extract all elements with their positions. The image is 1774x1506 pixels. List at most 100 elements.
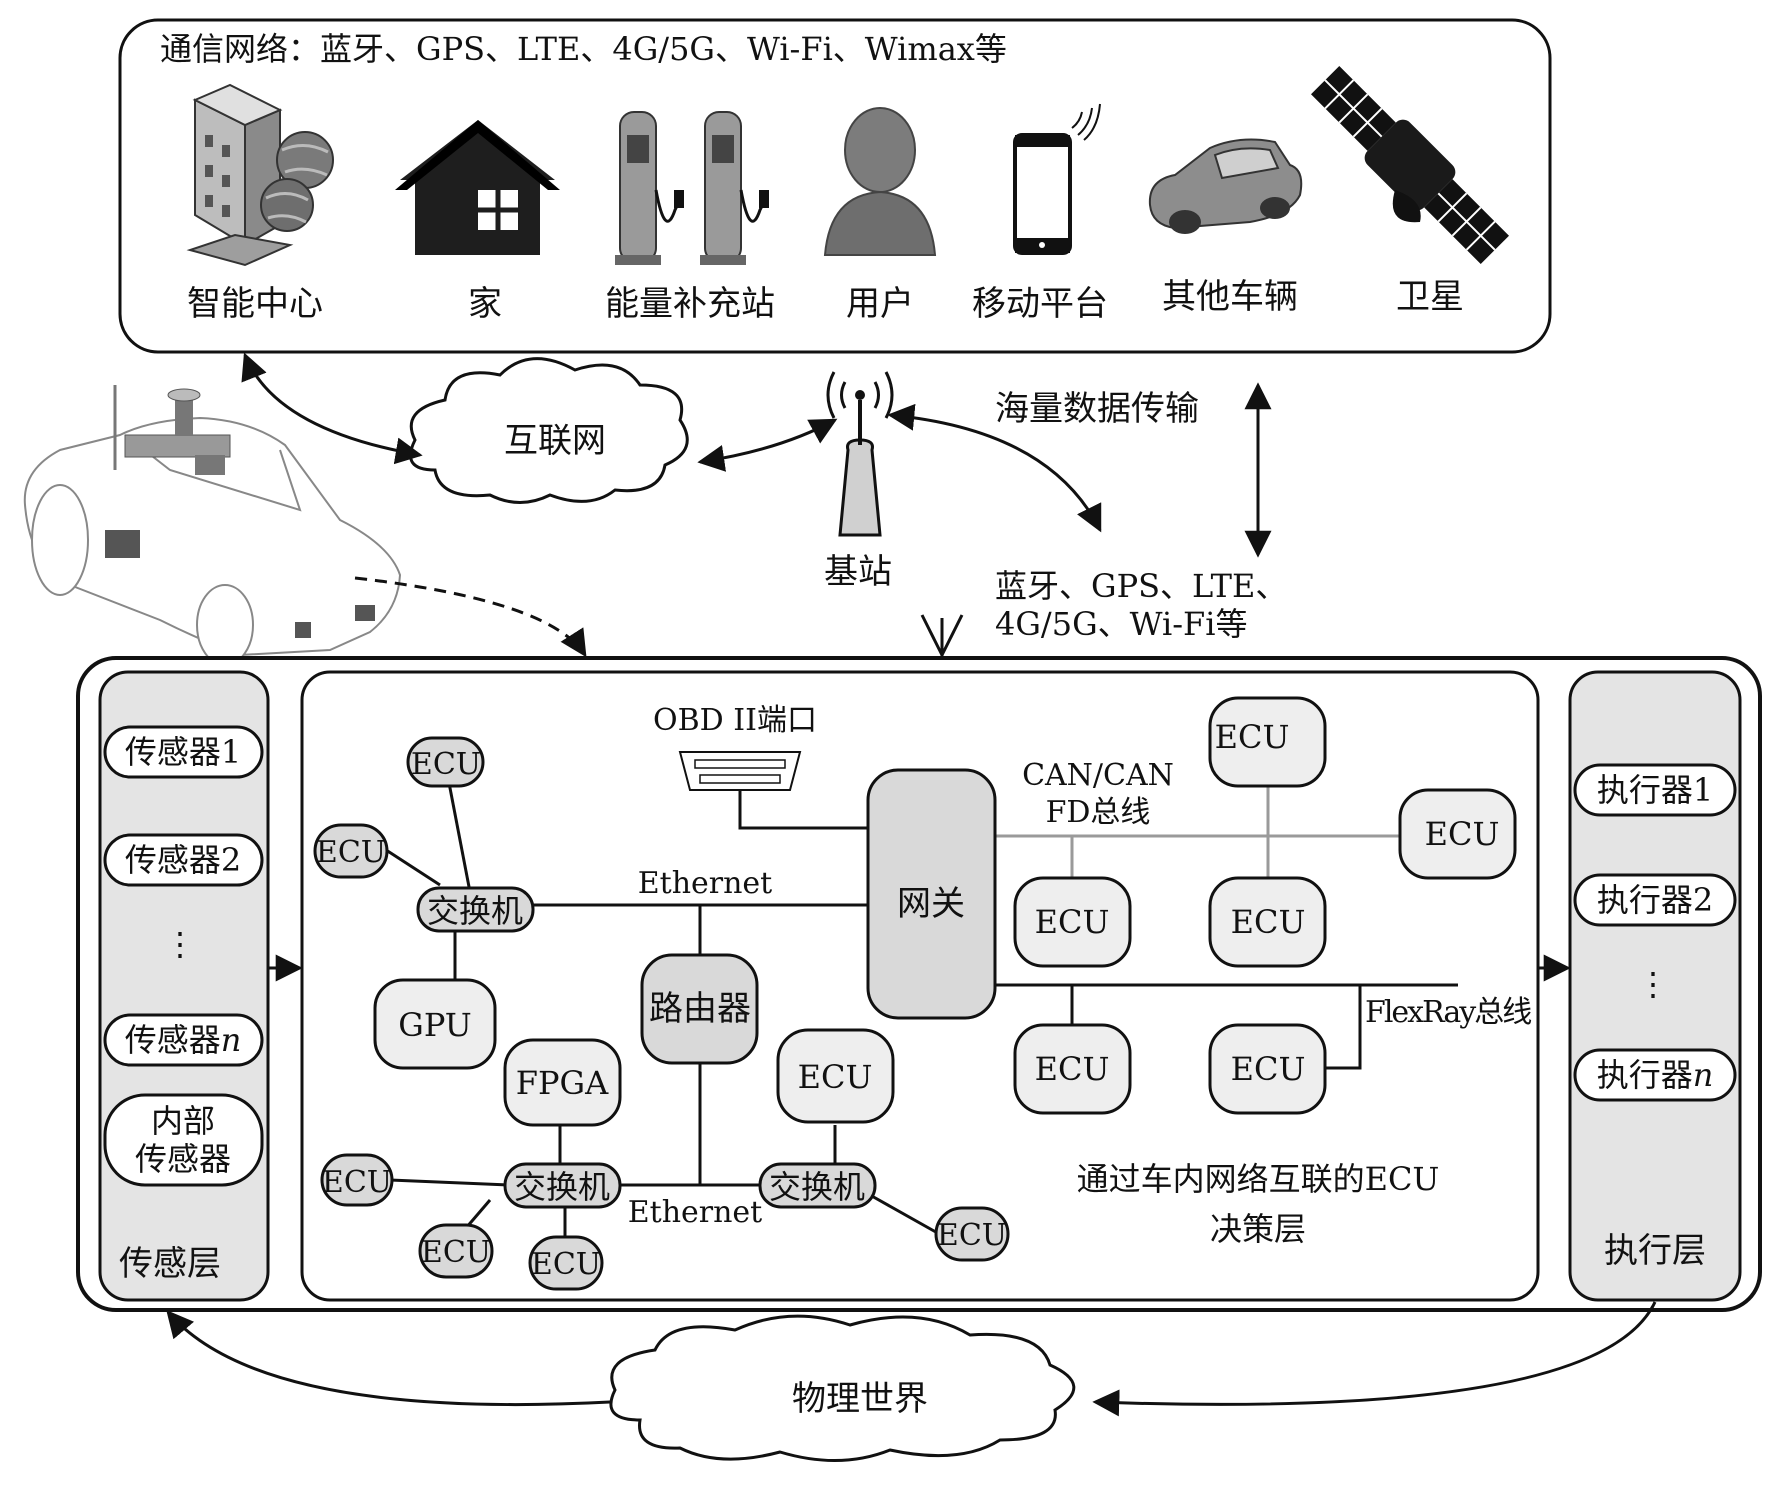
sensor-label: 传感器2: [125, 841, 241, 879]
internal-sensor-line1: 内部: [151, 1102, 215, 1140]
gpu-box: [373, 978, 497, 1070]
ecu-label: ECU: [798, 1058, 873, 1096]
ecu-box: [1013, 876, 1132, 968]
ethernet-label-top: Ethernet: [638, 866, 773, 901]
execution-layer-panel: [1568, 670, 1742, 1302]
ecu-box: [1398, 788, 1517, 880]
can-bus-label-line1: CAN/CAN: [1022, 758, 1174, 793]
top-item-label: 智能中心: [187, 284, 323, 324]
can-bus-label-line2: FD总线: [1046, 795, 1151, 830]
flexray-bus: [995, 983, 1458, 1070]
router-label: 路由器: [649, 989, 751, 1029]
sensing-layer-title: 传感层: [119, 1244, 221, 1284]
ecu-label: ECU: [1231, 903, 1306, 941]
mass-data-label: 海量数据传输: [995, 389, 1199, 429]
ecu-box: [313, 823, 389, 879]
ecu-box: [1013, 1023, 1132, 1115]
wireless-label-line2: 4G/5G、Wi-Fi等: [995, 605, 1247, 643]
sensor-pill: [103, 1013, 264, 1067]
ecu-box: [776, 1028, 895, 1124]
ecu-box: [406, 736, 485, 788]
execution-to-world-arrow: [1092, 1301, 1657, 1417]
actuator-ellipsis: ⋮: [1637, 965, 1669, 1003]
flexray-label: FlexRay总线: [1365, 995, 1531, 1030]
top-panel: [118, 18, 1552, 354]
actuator-pill: [1573, 763, 1737, 817]
ecu-label: ECU: [1035, 1050, 1110, 1088]
wireless-label-line1: 蓝牙、GPS、LTE、: [995, 567, 1287, 605]
fpga-label: FPGA: [516, 1064, 609, 1102]
internet-label: 互联网: [504, 421, 606, 461]
ecu-label: ECU: [937, 1218, 1007, 1253]
physical-world-cloud: [609, 1314, 1076, 1463]
base-station-icon: [826, 371, 894, 537]
obd-label: OBD II端口: [653, 703, 817, 738]
ecu-label: ECU: [531, 1247, 601, 1282]
ecu-label: ECU: [1215, 718, 1290, 756]
internal-sensor-pill: [103, 1093, 264, 1187]
ecu-box: [1208, 1023, 1327, 1115]
top-item-label: 卫星: [1396, 277, 1464, 317]
base-station-label: 基站: [824, 552, 892, 592]
actuator-label: 执行器1: [1597, 771, 1713, 809]
ecu-label: ECU: [316, 835, 386, 870]
ecu-label: ECU: [322, 1165, 392, 1200]
obd-port-icon: [678, 751, 802, 791]
decision-caption-line2: 决策层: [1210, 1210, 1306, 1248]
switch-box: [503, 1162, 622, 1209]
top-item-label: 用户: [846, 284, 914, 324]
top-item-label: 家: [468, 284, 502, 324]
ethernet-label-bottom: Ethernet: [628, 1195, 763, 1230]
car-to-system-arrow: [354, 576, 587, 658]
ecu-box: [1208, 696, 1327, 788]
autonomous-car-icon: [23, 385, 402, 666]
physical-world-label: 物理世界: [792, 1379, 928, 1419]
car-icon: [1148, 138, 1303, 234]
ecu-box: [1208, 876, 1327, 968]
switch-box: [416, 886, 535, 933]
switch-label: 交换机: [514, 1168, 610, 1206]
charging-station-icon: [615, 111, 769, 265]
comm-network-label: 通信网络：蓝牙、GPS、LTE、4G/5G、Wi-Fi、Wimax等: [160, 30, 1007, 68]
execution-layer-title: 执行层: [1604, 1231, 1706, 1271]
top-internet-arrow: [241, 352, 423, 465]
router-box: [640, 953, 759, 1065]
can-bus: [995, 785, 1400, 878]
ecu-box: [320, 1153, 394, 1207]
ecu-box: [528, 1235, 604, 1291]
ecu-label: ECU: [1231, 1050, 1306, 1088]
switch-label: 交换机: [427, 892, 523, 930]
house-icon: [395, 120, 560, 255]
gateway-box: [866, 768, 997, 1020]
ecu-label: ECU: [411, 747, 481, 782]
sensor-pill: [103, 833, 264, 887]
ecu-label: ECU: [421, 1235, 491, 1270]
actuator-pill: [1573, 1048, 1737, 1102]
top-item-label: 能量补充站: [605, 284, 775, 324]
ecu-label: ECU: [1035, 903, 1110, 941]
top-item-label: 其他车辆: [1162, 277, 1298, 317]
actuator-pill: [1573, 873, 1737, 927]
internal-sensor-line2: 传感器: [135, 1140, 231, 1178]
building-icon: [186, 83, 334, 267]
world-to-sensing-arrow: [166, 1309, 611, 1407]
fpga-box: [503, 1038, 622, 1127]
internet-cloud: [409, 357, 689, 504]
smartphone-icon: [1013, 103, 1101, 255]
switch-box: [758, 1162, 877, 1209]
gpu-label: GPU: [398, 1006, 472, 1044]
sensor-n-label: 传感器n: [125, 1021, 242, 1059]
top-item-label: 移动平台: [972, 284, 1108, 324]
user-icon: [823, 107, 937, 256]
satellite-icon: [1311, 66, 1509, 264]
actuator-label: 执行器2: [1597, 881, 1713, 919]
ecu-box: [418, 1223, 494, 1279]
ecu-box: [934, 1206, 1010, 1262]
basestation-system-arrow: [887, 403, 1102, 533]
sensor-ellipsis: ⋮: [164, 925, 196, 963]
sensor-label: 传感器1: [125, 733, 241, 771]
sensor-pill: [103, 725, 264, 779]
actuator-n-label: 执行器n: [1597, 1056, 1714, 1094]
gateway-label: 网关: [897, 884, 965, 924]
